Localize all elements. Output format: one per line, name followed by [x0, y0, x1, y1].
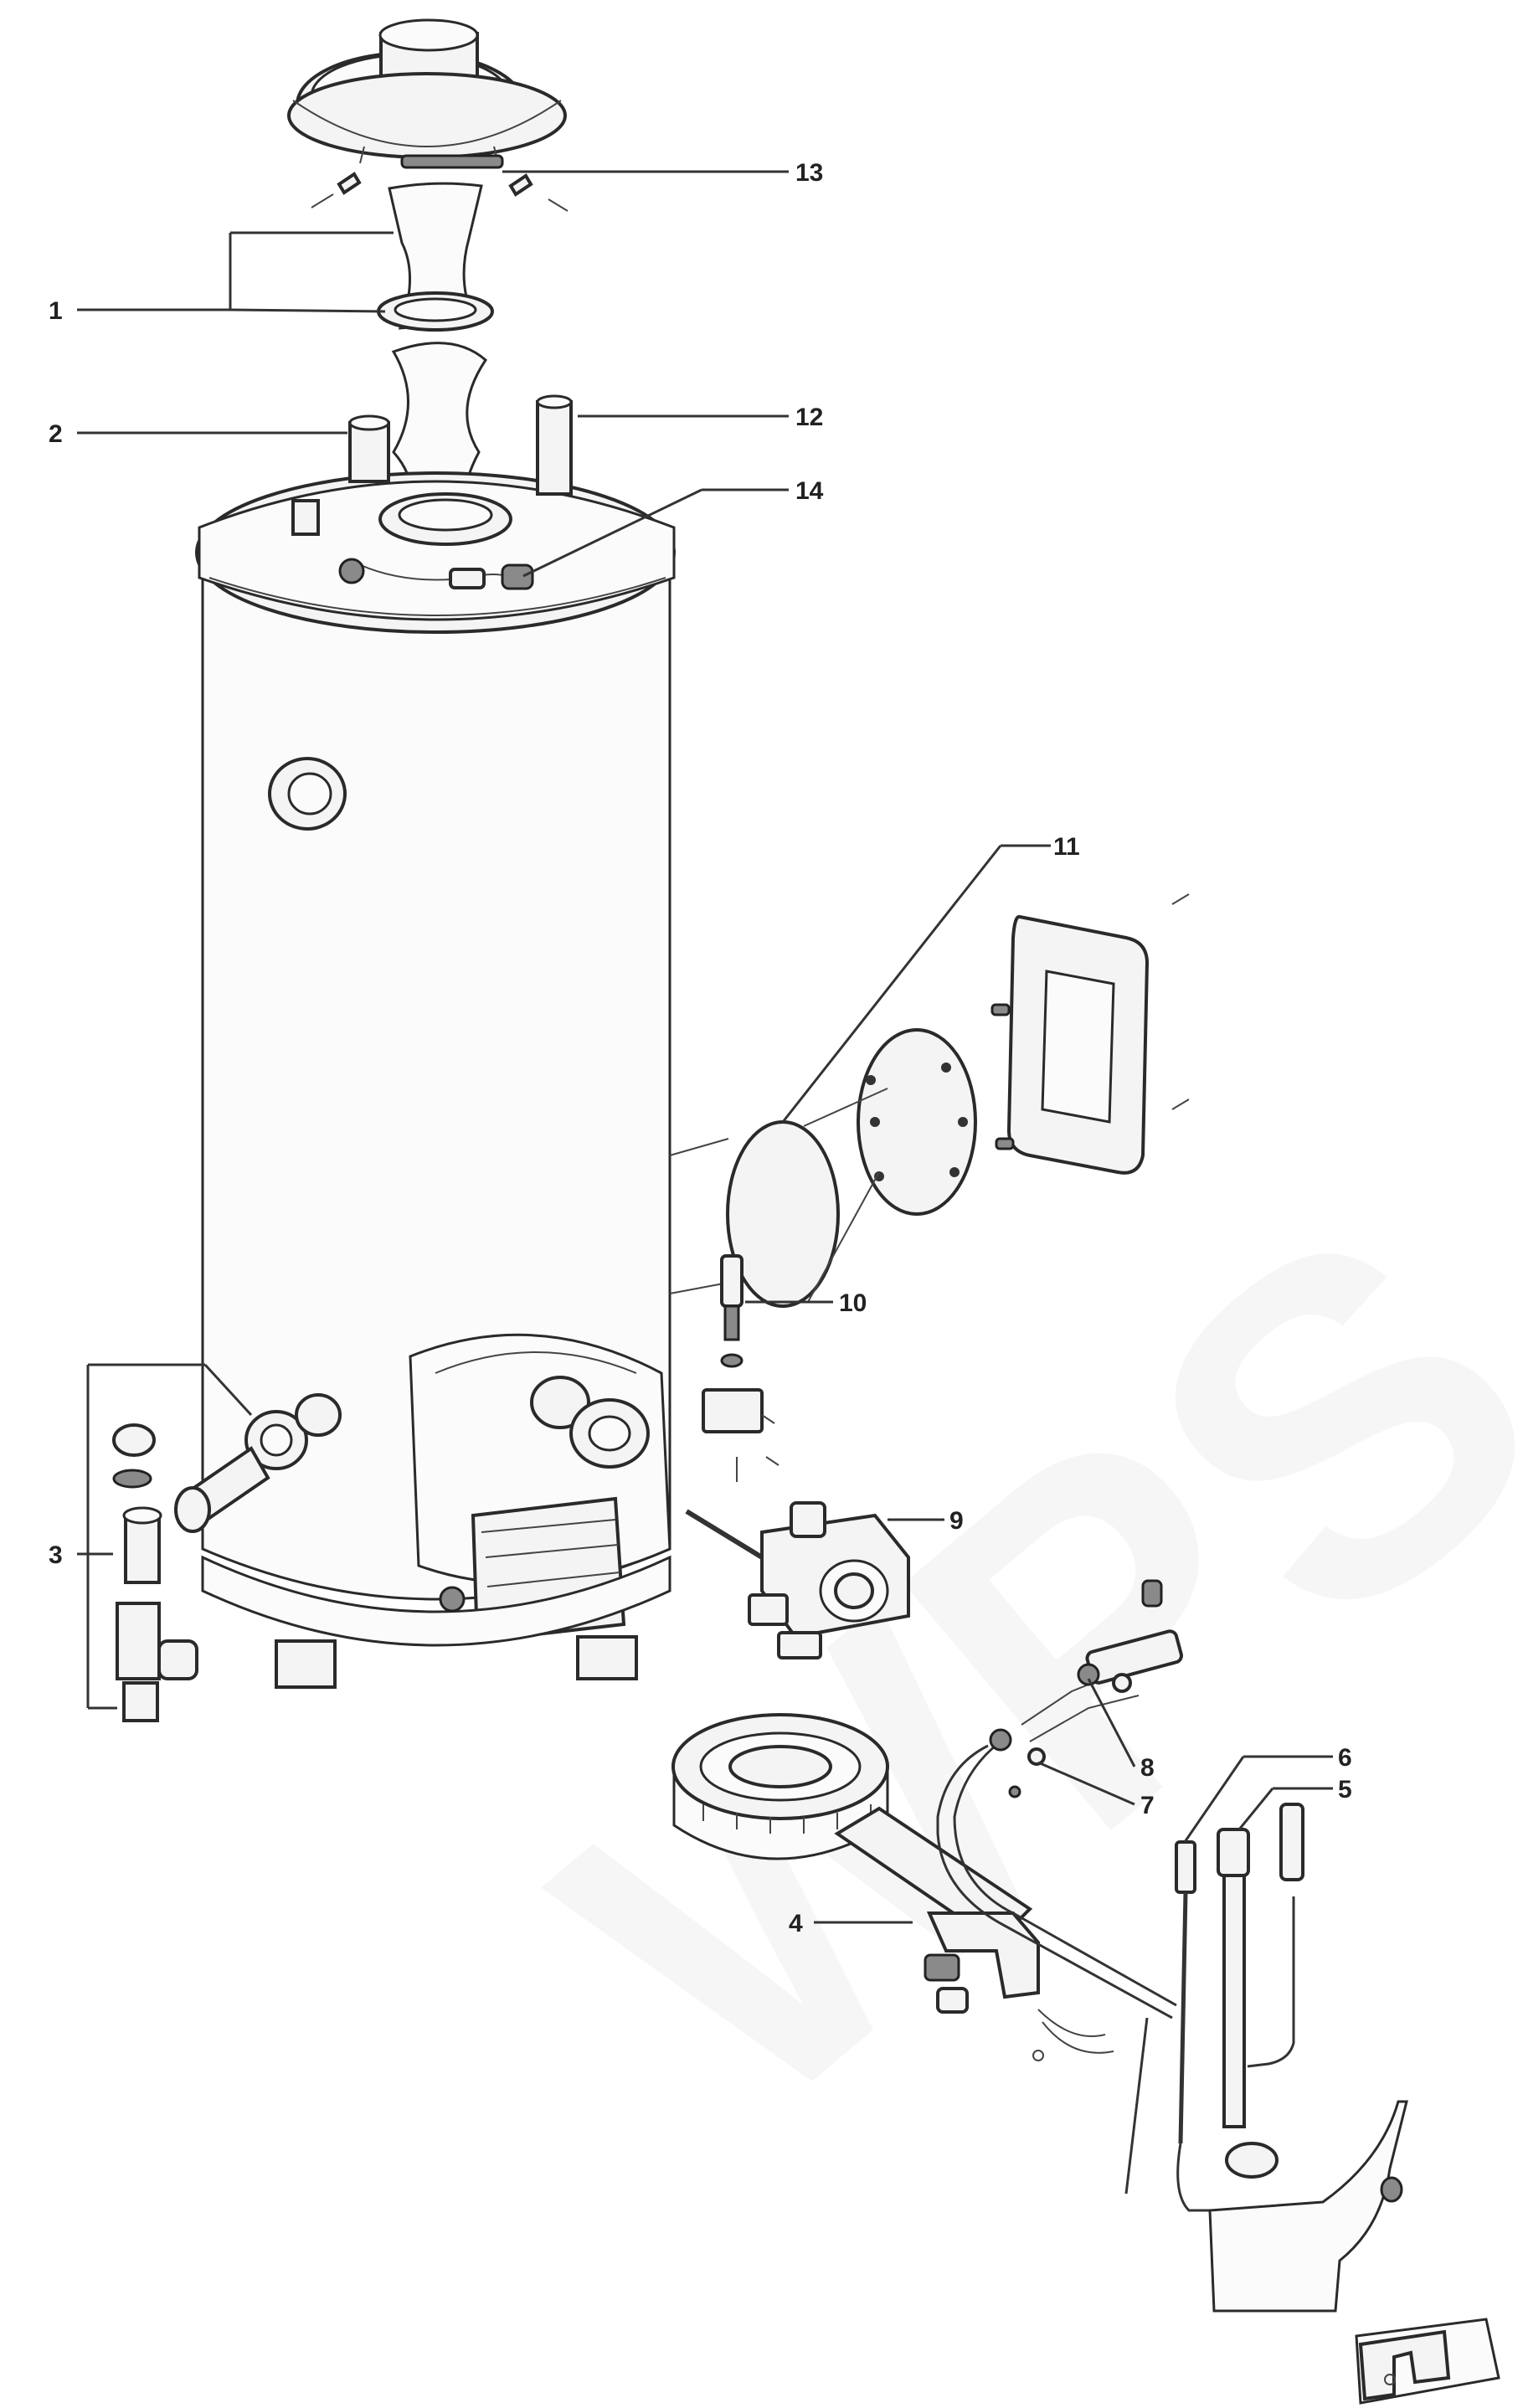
callout-6: 6 — [1338, 1744, 1352, 1772]
callout-7: 7 — [1140, 1792, 1155, 1819]
gas-control-valve — [685, 1501, 910, 1659]
callout-13: 13 — [795, 159, 823, 187]
callout-4: 4 — [789, 1910, 803, 1937]
callout-3: 3 — [49, 1541, 63, 1569]
flue-hood — [287, 18, 567, 164]
callout-2: 2 — [49, 420, 63, 448]
callout-1: 1 — [49, 297, 63, 325]
leader-lines — [77, 170, 1333, 1924]
hood-screws — [311, 154, 569, 212]
pilot-assembly — [936, 1579, 1304, 2212]
burner-assembly — [671, 1713, 1114, 2061]
combustion-chamber — [201, 1333, 671, 1689]
callout-8: 8 — [1140, 1754, 1155, 1782]
sensor-assembly — [702, 1254, 780, 1482]
callout-11: 11 — [1053, 833, 1080, 861]
callout-9: 9 — [949, 1507, 964, 1535]
access-covers — [1208, 2100, 1500, 2405]
callout-12: 12 — [795, 404, 823, 431]
callout-5: 5 — [1338, 1776, 1352, 1803]
drain-valve-assembly — [112, 1393, 342, 1722]
callout-labels: 1 2 3 4 5 6 7 8 9 10 11 12 13 14 — [49, 159, 1352, 1937]
callout-10: 10 — [839, 1289, 867, 1317]
inspection-cover-assembly — [669, 893, 1190, 1308]
callout-14: 14 — [795, 477, 824, 505]
